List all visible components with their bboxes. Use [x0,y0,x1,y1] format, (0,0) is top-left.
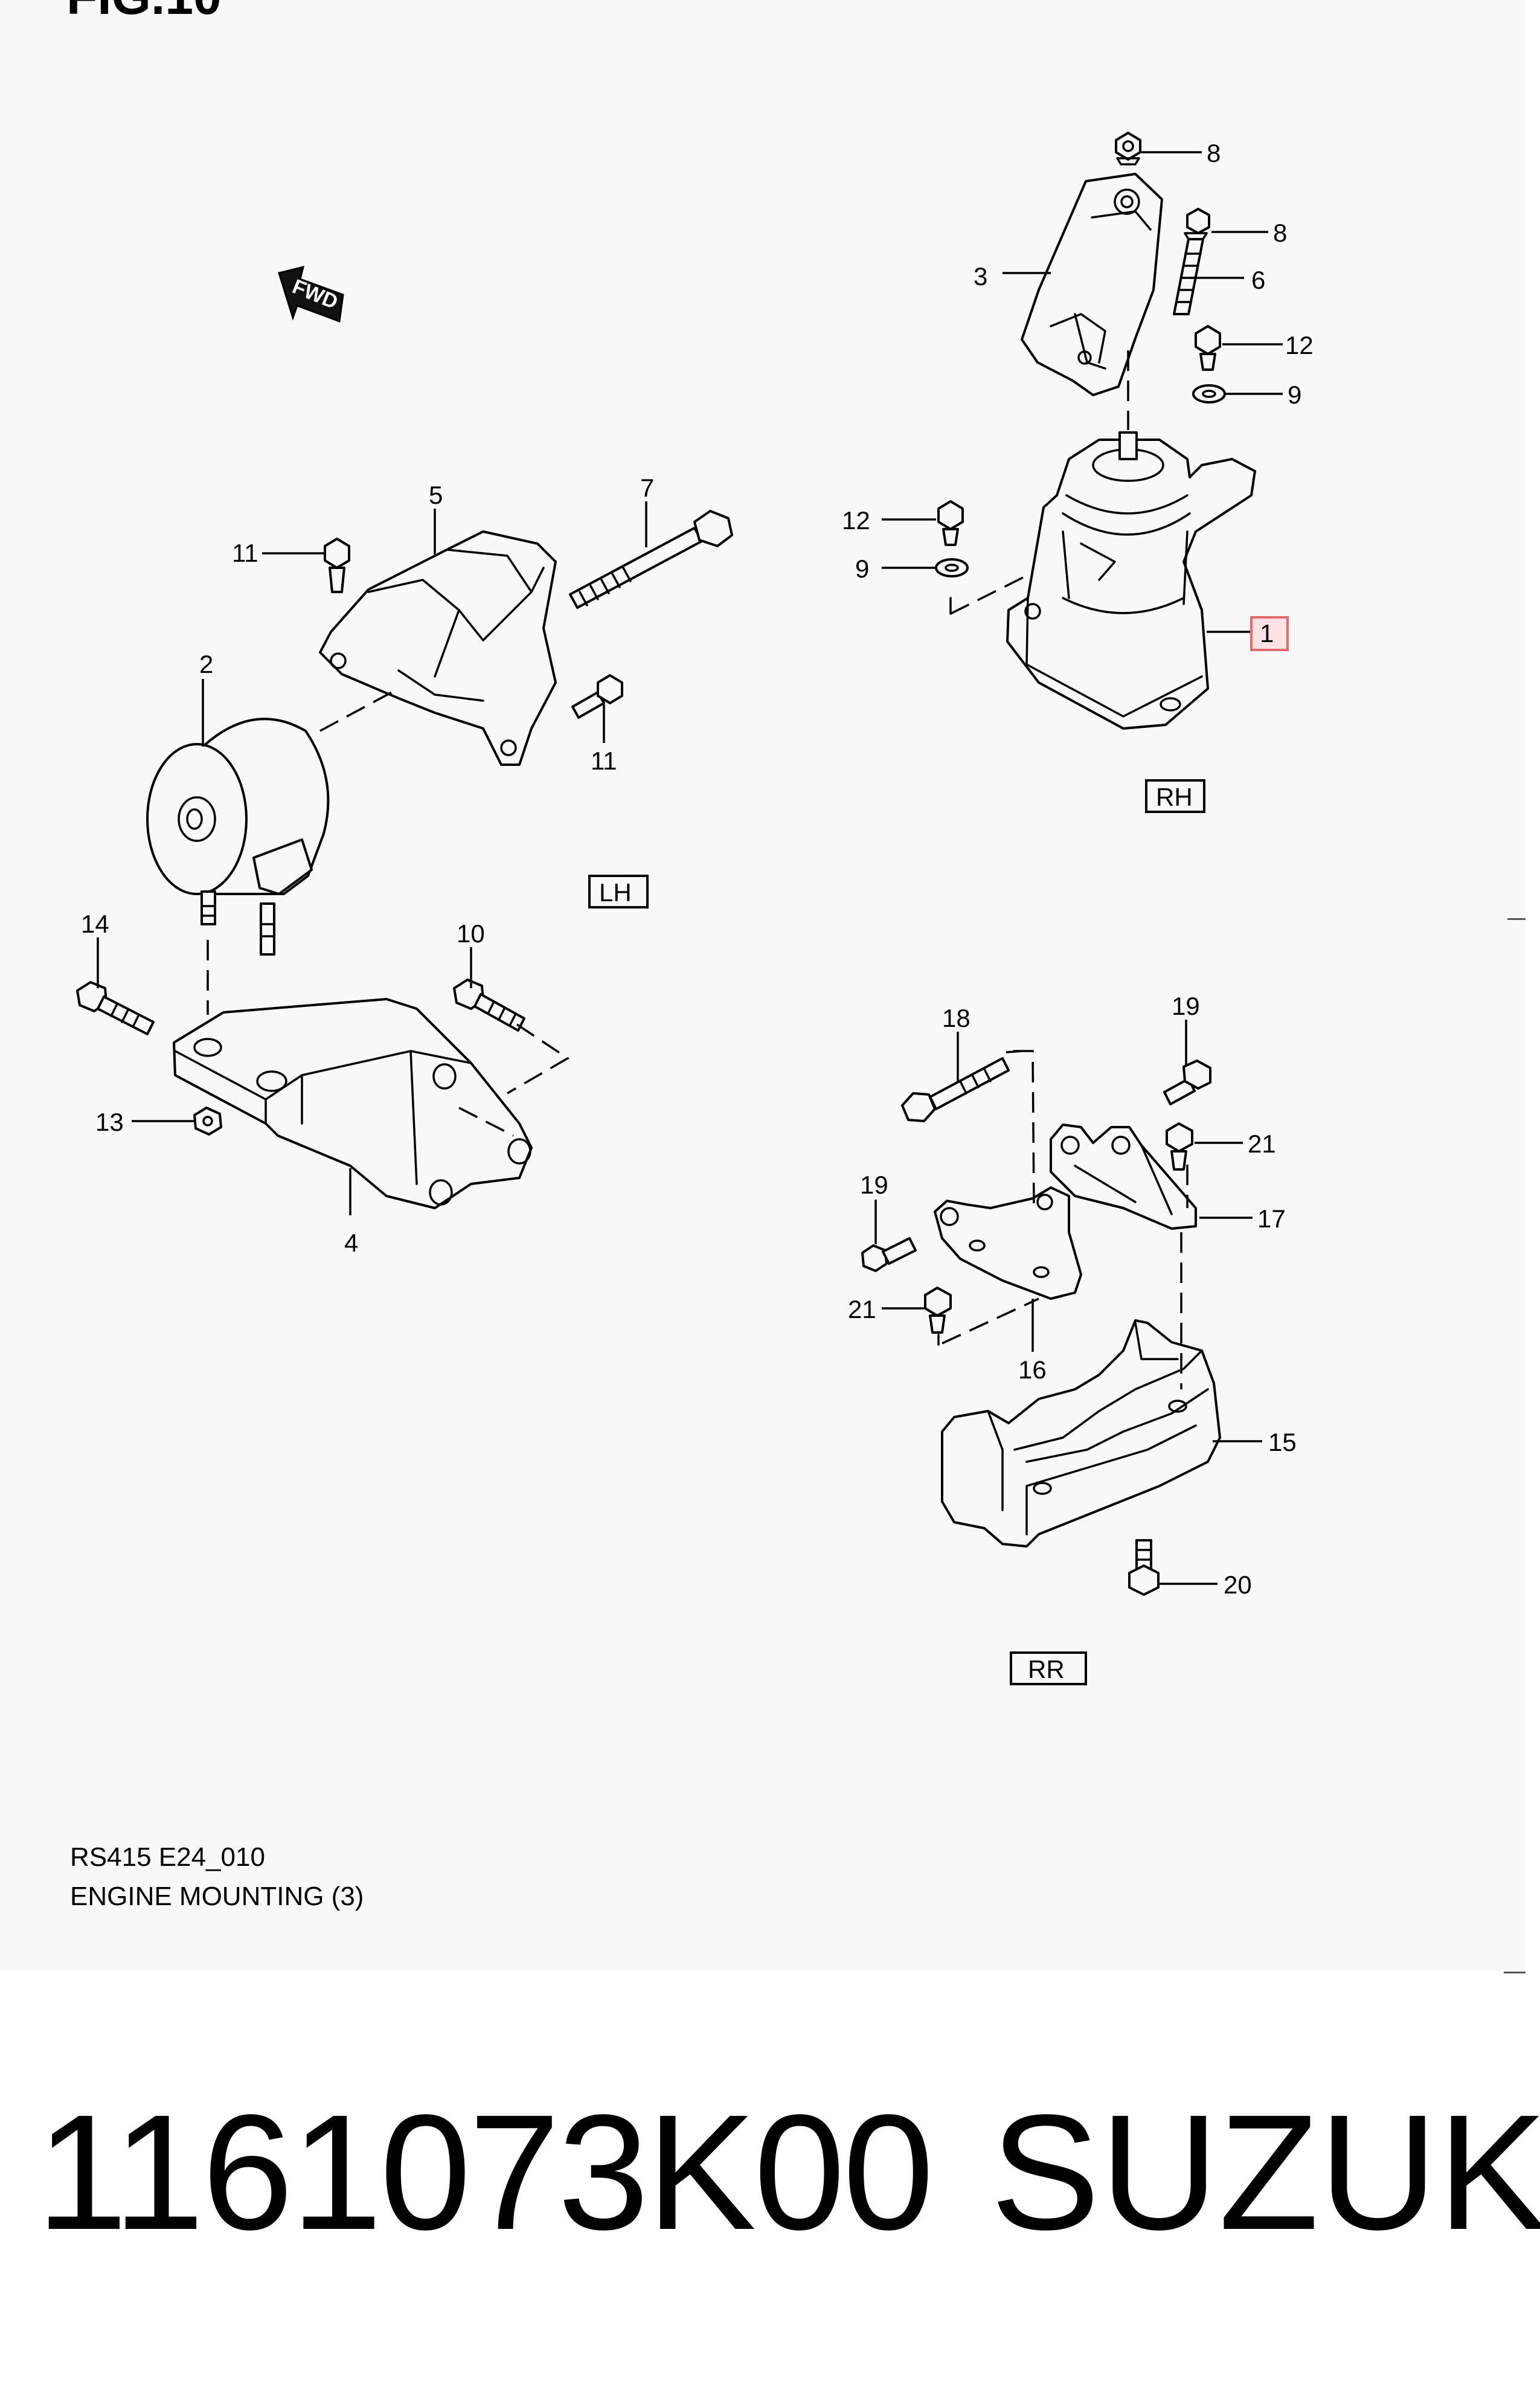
mount-15 [941,1319,1221,1548]
callout-12-right: 12 [1285,331,1314,359]
callout-2: 2 [199,650,213,678]
callout-6: 6 [1251,266,1265,294]
callout-13: 13 [95,1108,124,1136]
part-number: 1161073K00 [36,2080,934,2264]
callout-9-right: 9 [1288,381,1301,409]
section-label-rh: RH [1156,783,1193,811]
drawing-code: RS415 E24_010 [70,1842,265,1872]
bracket-16 [934,1186,1082,1300]
callout-21-left: 21 [848,1295,876,1323]
callout-9-left: 9 [855,555,869,583]
stud-6 [1173,238,1204,315]
callout-17: 17 [1257,1204,1286,1233]
highlight-box-1 [1250,616,1289,651]
callout-16: 16 [1018,1355,1047,1384]
callout-10: 10 [457,919,485,948]
diagram-sheet [0,0,1526,1970]
bolt-19-right [1163,1059,1211,1105]
edge-tick-bottom [1504,1972,1526,1973]
section-label-lh: LH [599,878,632,907]
nut-13 [193,1107,222,1136]
bolt-21-left [924,1287,952,1334]
bolt-20 [1128,1539,1160,1596]
washer-9-left [935,558,969,577]
rh-mount-group [882,132,1283,730]
section-label-rr: RR [1028,1655,1065,1683]
bolt-19-left [861,1237,917,1272]
callout-19-left: 19 [860,1171,888,1199]
callout-14: 14 [81,910,109,938]
callout-3: 3 [974,262,987,291]
figure-title: FIG.10 [66,0,222,26]
nut-8-side [1184,208,1210,240]
callout-11-top: 11 [232,539,258,567]
bolt-11-top [324,538,350,593]
nut-8-top [1115,132,1141,166]
brand-name: SUZUKI [990,2080,1540,2264]
callout-20: 20 [1224,1571,1252,1599]
bolt-21-right [1166,1122,1193,1171]
engine-mount-1 [1006,439,1256,730]
rr-mount-group [861,1020,1262,1596]
engine-mounting-diagram: FWD [76,132,1314,1685]
callout-21-right: 21 [1248,1130,1276,1158]
bolt-7 [569,510,733,609]
callout-5: 5 [429,481,443,509]
drawing-caption: ENGINE MOUNTING (3) [70,1882,364,1911]
callout-4: 4 [344,1229,358,1257]
engine-mount-2 [146,718,330,956]
bracket-3 [1021,173,1163,396]
callout-8-top: 8 [1207,139,1221,167]
callout-18: 18 [942,1004,971,1032]
bolt-11-lower [571,674,623,719]
callout-19-right: 19 [1172,992,1200,1020]
bolt-10 [453,979,525,1032]
callout-8-side: 8 [1273,219,1287,247]
bracket-5 [319,530,557,766]
bolt-12-left [937,500,964,546]
bracket-17 [1050,1124,1197,1230]
callout-12-left: 12 [842,506,870,535]
bracket-4 [173,998,533,1209]
fwd-arrow-icon: FWD [278,265,344,323]
bolt-12-right [1195,325,1221,371]
bolt-18 [901,1057,1010,1122]
callout-1: 1 [1260,619,1274,648]
callout-7: 7 [640,474,654,502]
washer-9-right [1192,384,1226,403]
edge-tick-mid [1507,918,1526,920]
lh-mount-group [76,501,733,1215]
callout-15: 15 [1268,1428,1297,1456]
callout-11-lower: 11 [591,747,617,775]
bolt-14 [76,981,155,1035]
